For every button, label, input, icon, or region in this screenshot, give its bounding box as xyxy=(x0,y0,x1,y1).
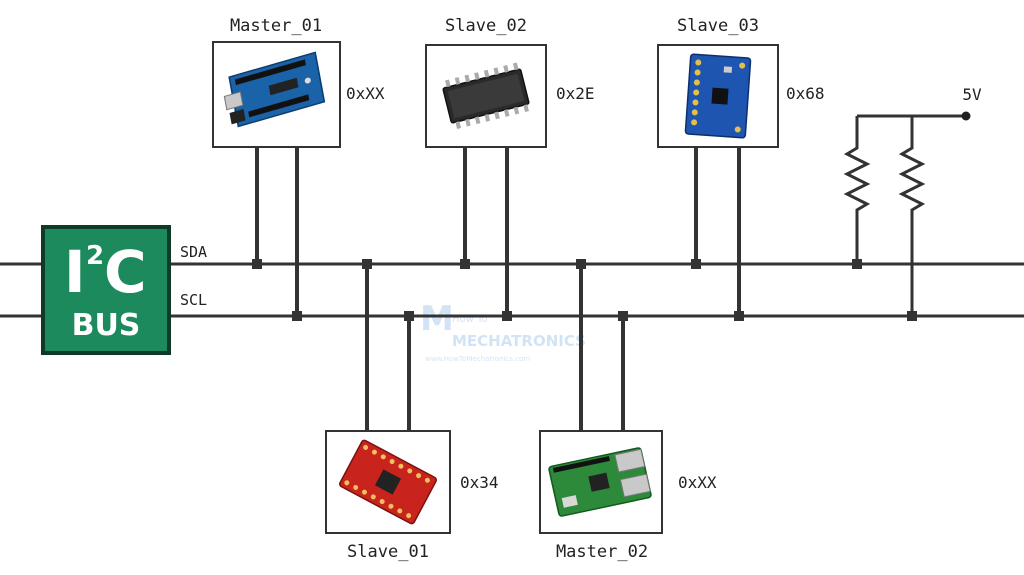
breakout-board-icon xyxy=(339,439,437,525)
device-master-02: Master_02 0xXX xyxy=(539,264,717,562)
vcc-label: 5V xyxy=(962,85,982,104)
arduino-board-icon xyxy=(223,51,326,128)
slave-01-address: 0x34 xyxy=(460,473,499,492)
device-slave-01: Slave_01 0x34 xyxy=(325,264,499,562)
watermark: M How To MECHATRONICS www.HowToMechatron… xyxy=(420,299,586,363)
slave-02-name: Slave_02 xyxy=(445,16,527,36)
device-slave-03: Slave_03 0x68 xyxy=(657,16,825,316)
watermark-line2: MECHATRONICS xyxy=(452,332,586,350)
ic-chip-icon xyxy=(442,62,530,129)
master-01-address: 0xXX xyxy=(346,84,385,103)
junction-dots xyxy=(252,259,917,321)
sensor-module-icon xyxy=(684,53,752,139)
watermark-line1: How To xyxy=(452,314,488,325)
watermark-logo-letter: M xyxy=(420,299,454,339)
logo-c: C xyxy=(104,238,147,306)
logo-superscript: 2 xyxy=(86,241,104,271)
master-02-address: 0xXX xyxy=(678,473,717,492)
master-01-name: Master_01 xyxy=(230,16,322,36)
slave-03-name: Slave_03 xyxy=(677,16,759,36)
slave-01-name: Slave_01 xyxy=(347,542,429,562)
scl-label: SCL xyxy=(180,291,207,309)
logo-i: I xyxy=(64,238,86,306)
watermark-line3: www.HowToMechatronics.com xyxy=(425,355,530,363)
slave-02-address: 0x2E xyxy=(556,84,595,103)
master-02-name: Master_02 xyxy=(556,542,648,562)
device-master-01: Master_01 0xXX xyxy=(212,16,385,316)
vcc-node xyxy=(961,111,971,121)
resistor-scl xyxy=(898,116,926,316)
slave-03-address: 0x68 xyxy=(786,84,825,103)
device-slave-02: Slave_02 0x2E xyxy=(425,16,595,316)
pullup-resistors: 5V xyxy=(843,85,982,316)
logo-bus: BUS xyxy=(72,308,141,343)
raspberry-pi-icon xyxy=(548,447,652,517)
sda-label: SDA xyxy=(180,243,207,261)
i2c-bus-logo: I 2 C BUS xyxy=(41,225,171,355)
resistor-sda xyxy=(843,116,871,264)
